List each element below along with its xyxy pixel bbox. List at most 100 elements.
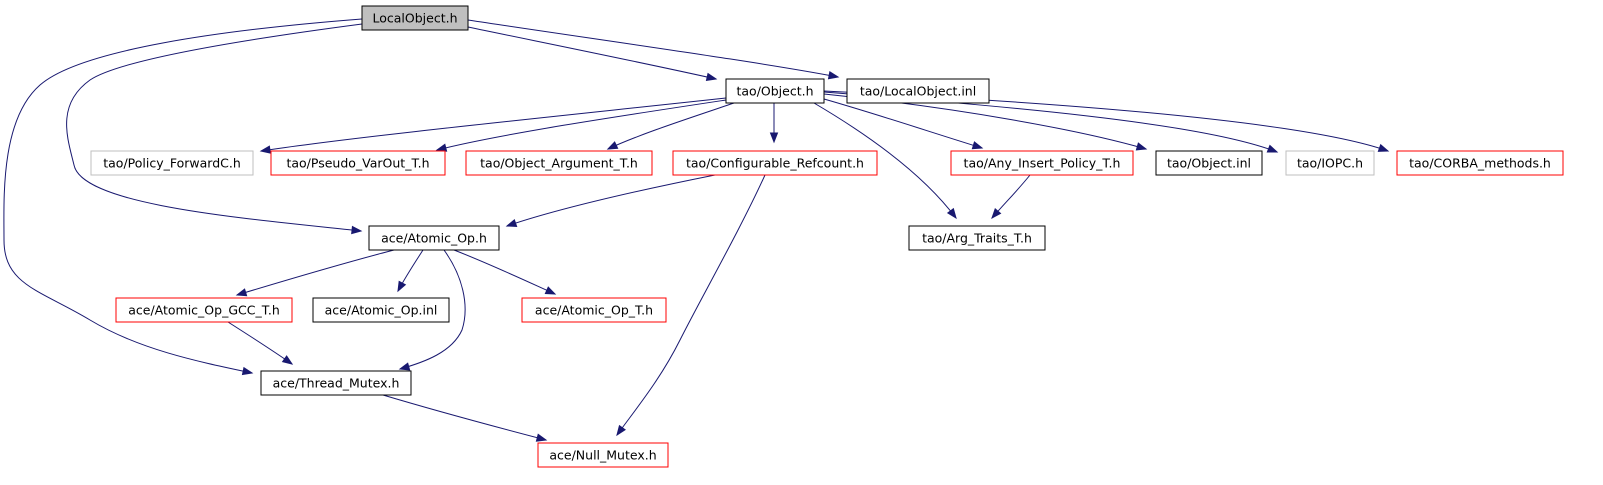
- node-box[interactable]: [270, 150, 446, 176]
- node-configurable-refcount[interactable]: tao/Configurable_Refcount.h: [672, 150, 878, 176]
- node-object-h[interactable]: tao/Object.h: [725, 78, 825, 104]
- edge-object_h-to-any_insert_policy: [823, 98, 984, 150]
- node-atomic-op-inl[interactable]: ace/Atomic_Op.inl: [312, 297, 450, 323]
- node-box[interactable]: [368, 225, 500, 251]
- nodes-layer: LocalObject.h tao/Object.h tao/LocalObject…: [90, 5, 1564, 468]
- edge-arrowhead: [259, 145, 272, 154]
- node-box[interactable]: [361, 5, 469, 31]
- node-box[interactable]: [1396, 150, 1564, 176]
- node-atomic-op[interactable]: ace/Atomic_Op.h: [368, 225, 500, 251]
- node-thread-mutex[interactable]: ace/Thread_Mutex.h: [260, 370, 412, 396]
- edge-arrowhead: [769, 132, 779, 144]
- node-policy-forwardc[interactable]: tao/Policy_ForwardC.h: [90, 150, 254, 176]
- edge-line: [227, 321, 293, 365]
- edge-arrowhead: [606, 141, 619, 150]
- edge-configurable_refcount-to-atomic_op: [505, 174, 716, 227]
- edge-any_insert_policy-to-arg_traits: [991, 174, 1031, 220]
- node-box[interactable]: [725, 78, 825, 104]
- node-object-inl[interactable]: tao/Object.inl: [1155, 150, 1263, 176]
- edge-line: [382, 394, 547, 441]
- edge-arrowhead: [946, 207, 957, 220]
- edge-localobject_h-to-atomic_op: [66, 23, 363, 235]
- node-label: ace/Thread_Mutex.h: [273, 376, 400, 391]
- node-arg-traits[interactable]: tao/Arg_Traits_T.h: [908, 225, 1046, 251]
- node-box[interactable]: [312, 297, 450, 323]
- node-label: ace/Atomic_Op.h: [381, 231, 487, 246]
- node-box[interactable]: [846, 78, 990, 104]
- edge-line: [399, 249, 466, 370]
- edge-arrowhead: [398, 362, 411, 371]
- edge-atomic_op-to-atomic_op_inl: [397, 249, 424, 293]
- node-any-insert-policy[interactable]: tao/Any_Insert_Policy_T.h: [950, 150, 1134, 176]
- node-box[interactable]: [465, 150, 653, 176]
- edge-arrowhead: [827, 71, 840, 80]
- edge-atomic_op-to-atomic_op_t: [453, 249, 557, 295]
- node-box[interactable]: [90, 150, 254, 176]
- edge-configurable_refcount-to-null_mutex: [616, 174, 766, 437]
- edge-line: [3, 18, 363, 374]
- edge-line: [616, 174, 766, 436]
- edge-line: [467, 19, 839, 78]
- node-pseudo-varout[interactable]: tao/Pseudo_VarOut_T.h: [270, 150, 446, 176]
- edge-line: [607, 102, 735, 150]
- edge-arrowhead: [535, 433, 548, 442]
- edge-arrowhead: [705, 72, 718, 82]
- node-atomic-op-gcc[interactable]: ace/Atomic_Op_GCC_T.h: [115, 297, 293, 323]
- node-label: tao/LocalObject.inl: [860, 84, 976, 99]
- node-atomic-op-t[interactable]: ace/Atomic_Op_T.h: [521, 297, 667, 323]
- node-box[interactable]: [908, 225, 1046, 251]
- edge-line: [66, 23, 363, 232]
- node-label: tao/Object.h: [736, 84, 813, 99]
- node-iopc[interactable]: tao/IOPC.h: [1285, 150, 1375, 176]
- node-box[interactable]: [537, 442, 669, 468]
- edge-arrowhead: [971, 141, 984, 150]
- edge-atomic_op_gcc-to-thread_mutex: [227, 321, 294, 365]
- node-label: tao/CORBA_methods.h: [1409, 156, 1551, 171]
- edge-arrowhead: [616, 424, 626, 437]
- edge-arrowhead: [435, 143, 448, 152]
- node-label: tao/Arg_Traits_T.h: [922, 231, 1032, 246]
- node-box[interactable]: [672, 150, 878, 176]
- edge-arrowhead: [1377, 143, 1390, 152]
- node-label: tao/Policy_ForwardC.h: [103, 156, 241, 171]
- edge-arrowhead: [235, 288, 248, 297]
- node-localobject-inl[interactable]: tao/LocalObject.inl: [846, 78, 990, 104]
- edge-arrowhead: [1266, 144, 1279, 153]
- node-label: tao/Any_Insert_Policy_T.h: [964, 156, 1121, 171]
- node-corba-methods[interactable]: tao/CORBA_methods.h: [1396, 150, 1564, 176]
- edge-arrowhead: [991, 208, 1002, 220]
- edge-atomic_op-to-thread_mutex: [398, 249, 466, 371]
- node-box[interactable]: [1285, 150, 1375, 176]
- edge-arrowhead: [351, 225, 363, 235]
- edge-object_h-to-arg_traits: [813, 102, 957, 220]
- node-label: ace/Null_Mutex.h: [549, 448, 656, 463]
- node-label: ace/Atomic_Op_T.h: [535, 303, 653, 318]
- node-box[interactable]: [521, 297, 667, 323]
- node-label: tao/Configurable_Refcount.h: [686, 156, 864, 171]
- node-object-argument[interactable]: tao/Object_Argument_T.h: [465, 150, 653, 176]
- edge-line: [436, 99, 727, 151]
- edge-line: [467, 26, 717, 80]
- edge-arrowhead: [1135, 142, 1148, 151]
- edge-line: [506, 174, 716, 227]
- edge-localobject_h-to-thread_mutex: [3, 18, 363, 376]
- edge-localobject_h-to-object_h: [467, 26, 718, 82]
- node-label: ace/Atomic_Op_GCC_T.h: [128, 303, 280, 318]
- edge-atomic_op-to-atomic_op_gcc: [235, 249, 395, 297]
- node-box[interactable]: [950, 150, 1134, 176]
- edges-layer: [3, 18, 1390, 442]
- node-box[interactable]: [260, 370, 412, 396]
- node-label: LocalObject.h: [372, 11, 457, 26]
- edge-object_h-to-object_argument: [606, 102, 735, 150]
- edge-line: [236, 249, 395, 296]
- edge-line: [260, 97, 727, 152]
- node-null-mutex[interactable]: ace/Null_Mutex.h: [537, 442, 669, 468]
- edge-arrowhead: [241, 366, 254, 376]
- node-localobject-h[interactable]: LocalObject.h: [361, 5, 469, 31]
- edge-object_h-to-configurable_refcount: [769, 103, 779, 144]
- node-box[interactable]: [1155, 150, 1263, 176]
- edge-arrowhead: [281, 355, 294, 365]
- node-box[interactable]: [115, 297, 293, 323]
- node-label: tao/IOPC.h: [1297, 156, 1363, 171]
